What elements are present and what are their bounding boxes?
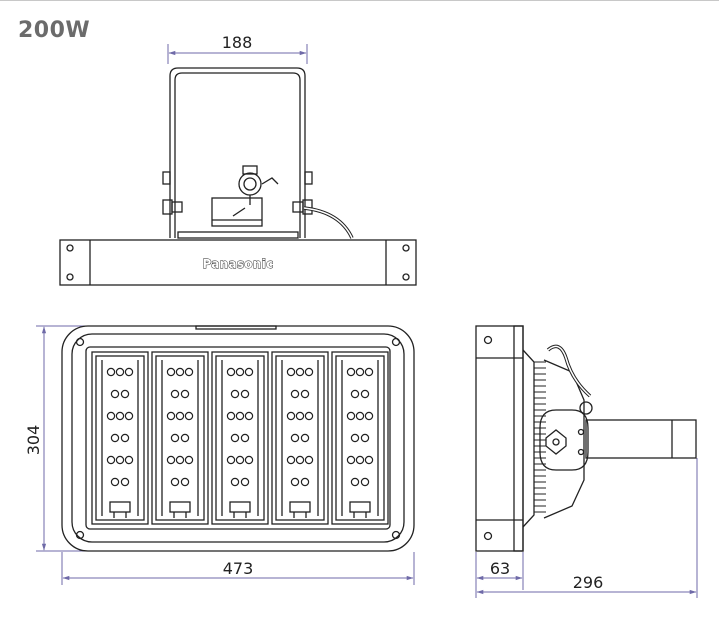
side-bracket-arm xyxy=(585,419,697,459)
dimension-front-width xyxy=(61,552,415,585)
led-modules xyxy=(91,351,389,525)
dimension-top-width xyxy=(167,44,308,64)
led-module xyxy=(331,351,389,525)
dimension-front-height xyxy=(36,325,90,552)
cable xyxy=(303,206,354,239)
wattage-title: 200W xyxy=(18,18,91,43)
pivot-bolt xyxy=(545,429,567,455)
dimension-side-depth xyxy=(475,552,524,598)
brand-logo: Panasonic xyxy=(202,257,273,271)
led-module xyxy=(91,351,149,525)
junction-box xyxy=(211,197,263,227)
dimension-label-top-width: 188 xyxy=(222,33,253,52)
led-module xyxy=(271,351,329,525)
dimension-side-total xyxy=(476,458,698,598)
dimension-label-front-width: 473 xyxy=(223,559,254,578)
top-view: Panasonic xyxy=(59,44,417,286)
led-module xyxy=(211,351,269,525)
front-view xyxy=(36,325,415,585)
dimension-label-side-total: 296 xyxy=(573,573,604,592)
top-divider xyxy=(0,0,719,1)
cable-gland xyxy=(238,165,279,205)
led-module xyxy=(151,351,209,525)
side-view xyxy=(475,325,698,598)
housing-side xyxy=(475,325,524,552)
housing-top xyxy=(59,239,417,286)
heatsink-fins xyxy=(534,361,546,513)
dimension-label-side-depth: 63 xyxy=(490,559,510,578)
mounting-bracket xyxy=(169,67,306,238)
dimension-label-front-height: 304 xyxy=(24,425,43,456)
